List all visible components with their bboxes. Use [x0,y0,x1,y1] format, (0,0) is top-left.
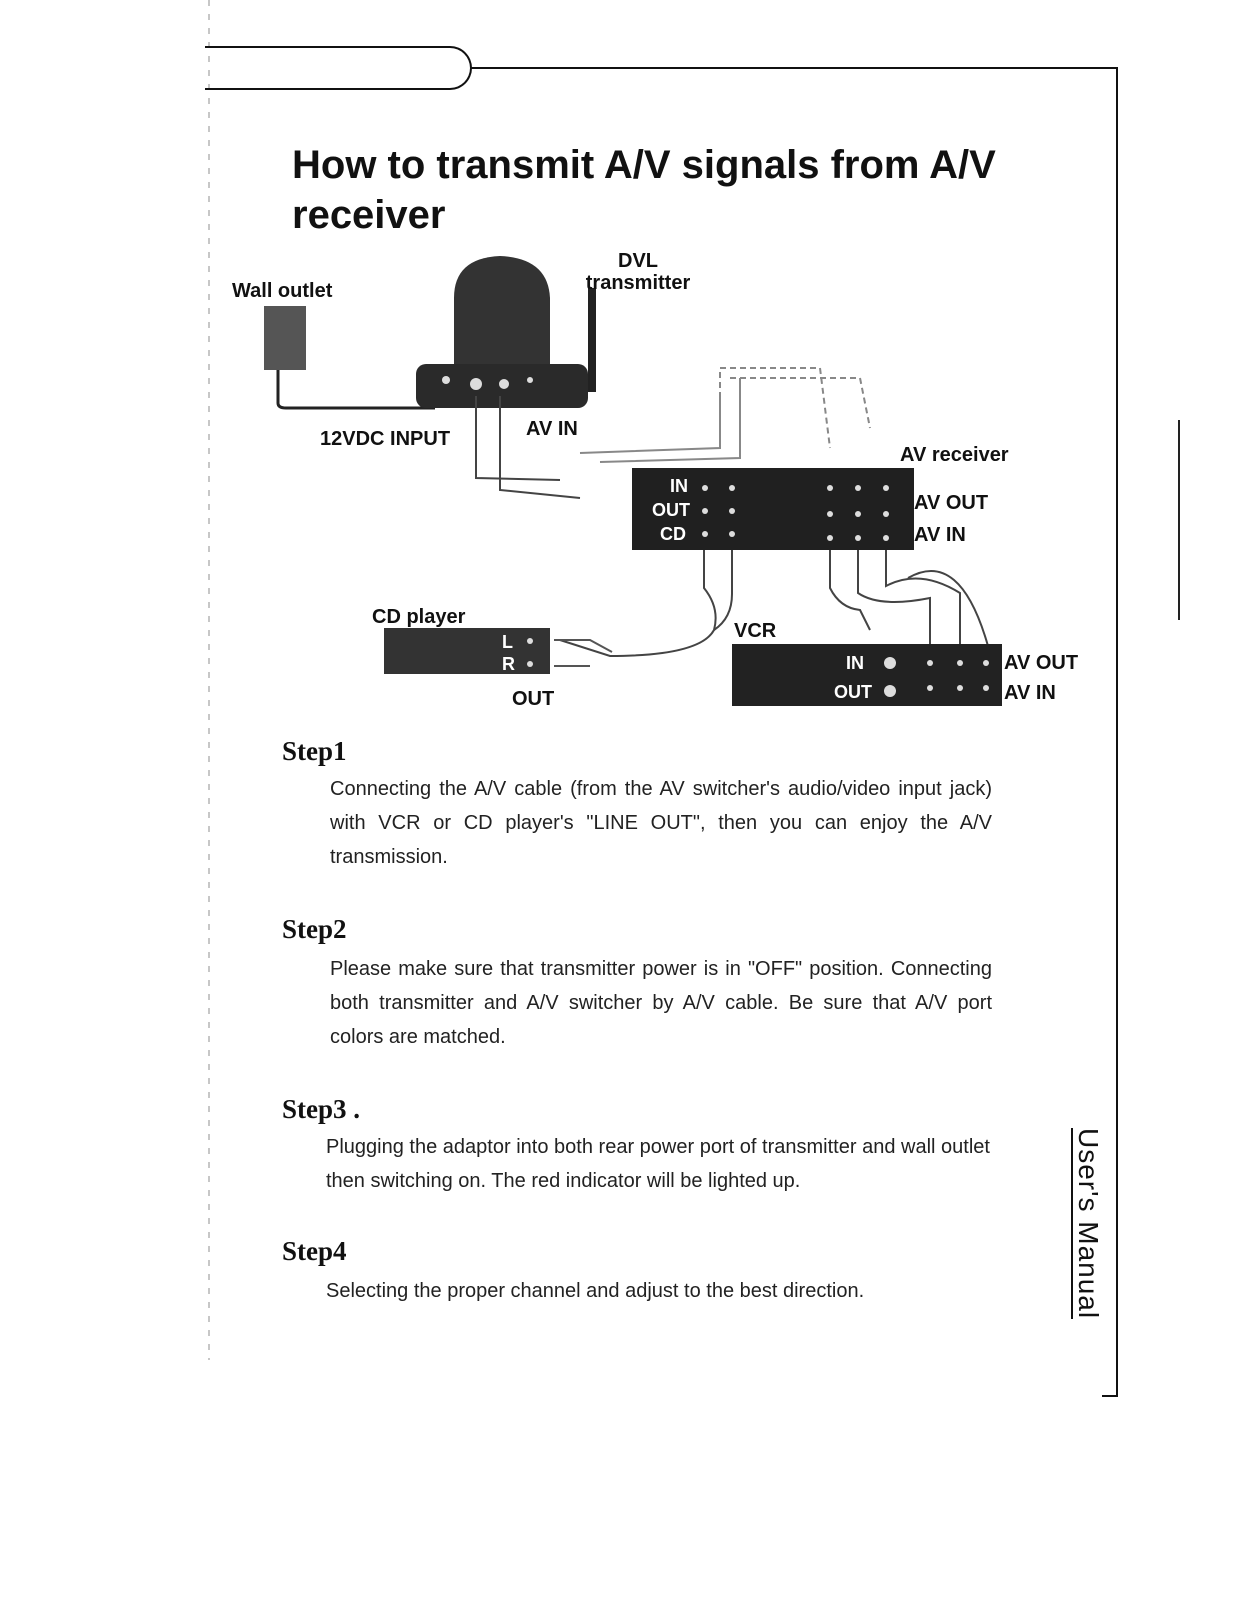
cd-player-label: CD player [372,606,466,628]
wall-adaptor [264,306,306,370]
frame-right-rule [1116,67,1118,1397]
receiver-jack [702,531,708,537]
vcr-port-in: IN [846,653,864,673]
cd-cable [554,639,613,653]
receiver-port-cd: CD [660,524,686,544]
cd-player-box [384,628,550,674]
av-receiver-label: AV receiver [900,444,1009,466]
dvl-transmitter-label: DVL transmitter [585,250,691,294]
cd-port-r: R [502,654,515,674]
receiver-jack [883,485,889,491]
step2-heading: Step2 [282,914,347,944]
vcr-av-out-label: AV OUT [1004,652,1079,674]
vcr-av-in-label: AV IN [1004,682,1056,704]
vcr-jack [957,685,963,691]
vcr-label: VCR [734,620,777,642]
step4-heading: Step4 [282,1236,347,1266]
step3-body: Plugging the adaptor into both rear powe… [326,1136,990,1192]
vcr-jack [884,685,896,697]
av-cable [885,550,961,646]
receiver-av-out-label: AV OUT [914,492,989,514]
av-cable [907,570,989,647]
receiver-jack [827,535,833,541]
step3-heading: Step3 . [282,1094,361,1124]
dc-input-label: 12VDC INPUT [320,428,451,450]
power-cable [276,370,435,410]
transmitter-jack [499,379,509,389]
receiver-jack [729,485,735,491]
connection-diagram: IN OUT CD L R IN OUT [220,248,1120,728]
page-title: How to transmit A/V signals from A/V rec… [292,143,996,237]
av-receiver-box [632,468,914,550]
wall-outlet-label: Wall outlet [232,280,333,302]
receiver-port-in: IN [670,476,688,496]
receiver-jack [883,511,889,517]
side-title: User's Manual [1071,1128,1104,1320]
side-title-text: User's Manual [1071,1128,1104,1320]
margin-mark [1178,420,1180,620]
receiver-jack [855,511,861,517]
av-cable [599,378,741,463]
av-cable [719,367,831,449]
receiver-jack [729,508,735,514]
transmitter-jack [442,376,450,384]
frame-bottom-rule [1102,1395,1118,1397]
receiver-av-in-label: AV IN [914,524,966,546]
step1-heading: Step1 [282,736,347,766]
cd-out-label: OUT [512,688,555,710]
diagram-drawing: IN OUT CD L R IN OUT [264,256,1002,706]
transmitter-dome [454,256,550,368]
cd-jack [527,638,533,644]
receiver-jack [855,535,861,541]
vcr-jack [983,660,989,666]
av-cable [857,550,931,646]
cd-port-l: L [502,632,513,652]
receiver-jack [702,508,708,514]
frame-top-rule [470,67,1118,69]
vcr-port-out: OUT [834,682,872,702]
header-tab [205,46,472,90]
receiver-jack [702,485,708,491]
vcr-jack [927,685,933,691]
receiver-jack [729,531,735,537]
av-cable [829,550,871,631]
vcr-jack [884,657,896,669]
receiver-jack [827,485,833,491]
receiver-jack [855,485,861,491]
av-cable [579,398,721,454]
antenna-icon [588,288,596,392]
vcr-jack [983,685,989,691]
av-cable [713,550,733,631]
av-cable [475,396,561,481]
av-cable [499,396,581,499]
vcr-jack [957,660,963,666]
vcr-box [732,644,1002,706]
transmitter-jack [527,377,533,383]
step4-body: Selecting the proper channel and adjust … [326,1280,865,1302]
cd-jack [527,661,533,667]
av-cable [559,550,717,658]
receiver-jack [883,535,889,541]
av-in-label: AV IN [526,418,578,440]
step1-body: Connecting the A/V cable (from the AV sw… [330,778,992,868]
scan-edge [208,0,210,1360]
transmitter-jack [470,378,482,390]
receiver-port-out: OUT [652,500,690,520]
receiver-jack [827,511,833,517]
av-cable [730,377,871,429]
step2-body: Please make sure that transmitter power … [330,958,992,1048]
vcr-jack [927,660,933,666]
